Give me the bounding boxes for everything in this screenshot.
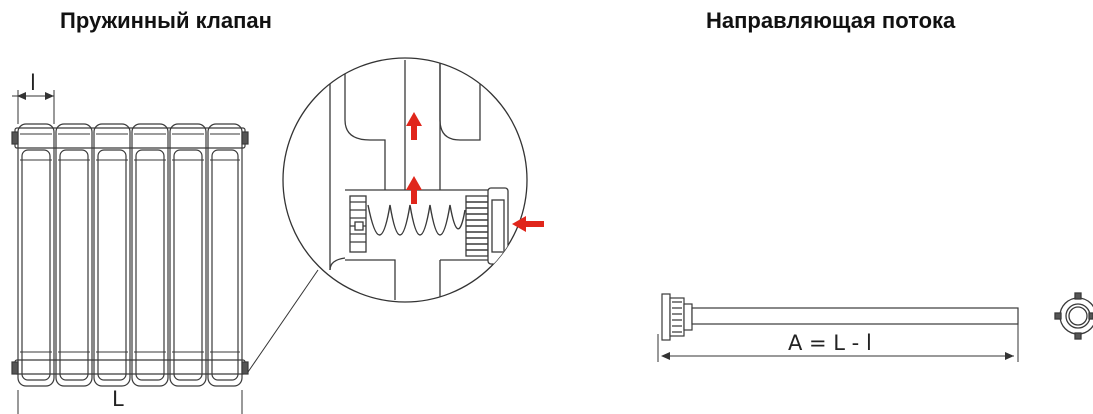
radiator bbox=[11, 123, 249, 387]
flow-guide-end-view bbox=[1054, 292, 1093, 340]
radiator-sections bbox=[17, 123, 243, 387]
flow-guide-title: Направляющая потока bbox=[706, 8, 956, 33]
dim-A-label: A = L - l bbox=[788, 331, 872, 355]
dimension-A bbox=[657, 324, 1019, 362]
leader-line bbox=[247, 269, 319, 373]
dim-L-label: L bbox=[112, 387, 124, 411]
spring-valve-title: Пружинный клапан bbox=[60, 8, 272, 33]
dim-l-label: l bbox=[30, 71, 36, 95]
flow-guide-tube bbox=[661, 293, 1019, 341]
flow-arrows bbox=[406, 112, 544, 232]
valve-detail bbox=[282, 57, 528, 303]
dimension-l bbox=[12, 90, 55, 124]
dimension-L bbox=[17, 390, 243, 414]
